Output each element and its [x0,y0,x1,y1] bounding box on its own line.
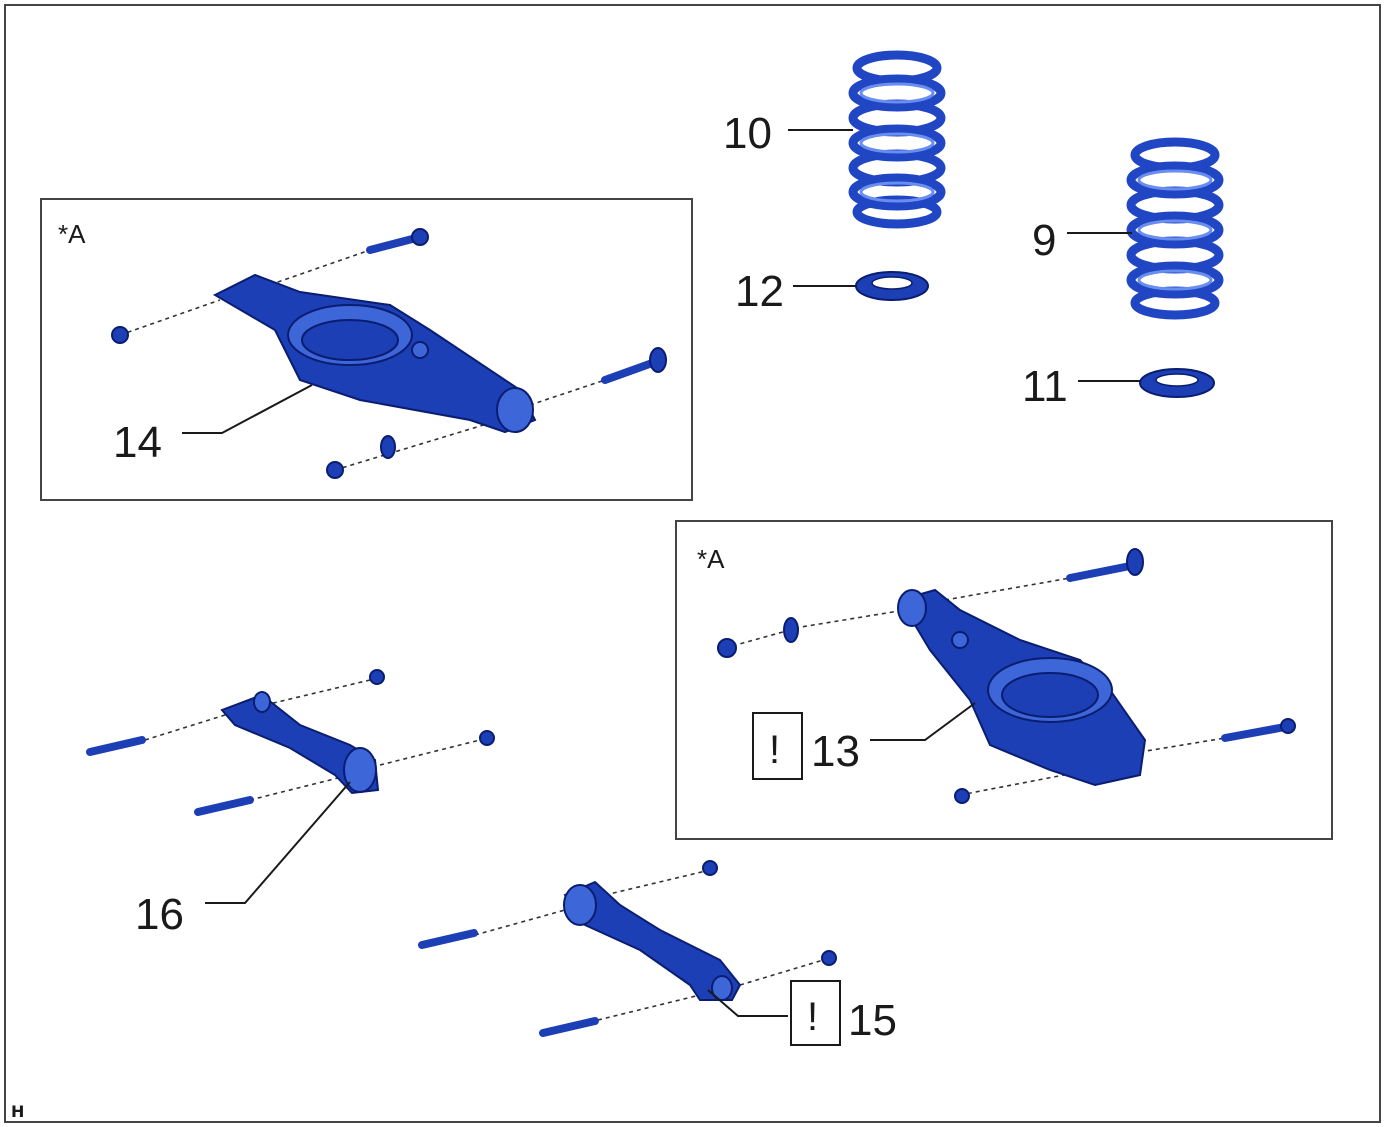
caution-mark-13: ! [769,728,780,772]
caution-box-15 [790,980,841,1046]
spring-insulator-12 [855,271,929,301]
lower-arm-13 [717,548,1296,804]
group-label-lower: *A [697,544,725,574]
caution-mark-15: ! [807,995,818,1039]
callout-16: 16 [135,890,184,939]
lateral-link-15 [418,860,837,1037]
callout-13: 13 [811,727,860,776]
footer-code: H [11,1102,24,1121]
spring-insulator-11 [1139,368,1215,398]
leader-13 [870,702,976,741]
callout-14: 14 [113,418,162,467]
coil-spring-9 [1126,137,1224,320]
caution-box-13 [752,712,803,780]
leader-16 [205,781,351,904]
callout-15: 15 [848,996,897,1045]
callout-9: 9 [1032,216,1056,265]
callout-10: 10 [723,109,772,158]
lateral-link-16 [86,669,495,816]
group-box-upper [40,198,693,501]
leader-15 [707,989,788,1017]
group-label-upper: *A [58,219,86,249]
callout-12: 12 [735,267,784,316]
leader-14 [182,384,313,434]
group-box-lower [675,520,1333,840]
lower-arm-14 [111,228,667,479]
diagram-border [4,4,1381,1123]
coil-spring-10 [848,50,946,229]
callout-11: 11 [1022,362,1068,411]
